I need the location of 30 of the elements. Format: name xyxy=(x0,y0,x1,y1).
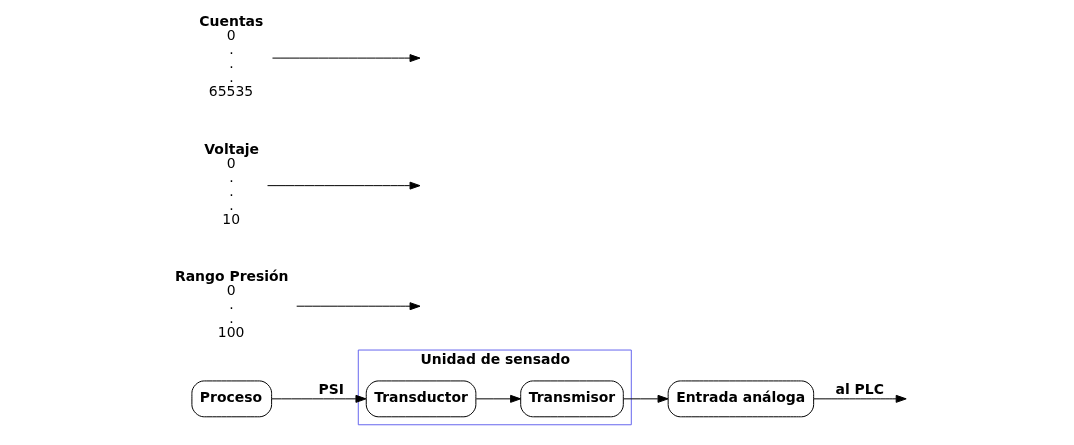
node-label: 10 xyxy=(222,210,241,227)
edge-label: al PLC xyxy=(835,381,884,398)
node-box: Transmisor xyxy=(520,380,624,418)
node-label: . xyxy=(229,55,234,72)
arrow xyxy=(296,302,421,311)
arrow xyxy=(267,181,421,190)
node-box: Proceso xyxy=(191,380,273,418)
edge-label: PSI xyxy=(318,381,344,398)
node-label: 0 xyxy=(226,282,236,299)
node-label: 100 xyxy=(217,324,245,341)
node-label: 65535 xyxy=(208,83,254,100)
node-text: Cuentas xyxy=(199,13,264,30)
arrow xyxy=(813,394,907,403)
node-label: . xyxy=(229,196,234,213)
node-text: Rango Presión xyxy=(174,268,289,285)
arrow xyxy=(623,394,669,403)
node-box: Transductor xyxy=(365,380,477,418)
node-text: Voltaje xyxy=(204,140,260,157)
arrow xyxy=(271,54,421,63)
node-label: . xyxy=(229,69,234,86)
node-label: . xyxy=(229,310,234,327)
node-label: . xyxy=(229,41,234,58)
node-label: . xyxy=(229,168,234,185)
node-label: 0 xyxy=(226,154,236,171)
node-box: Entrada análoga xyxy=(667,380,815,418)
node-label: . xyxy=(229,182,234,199)
arrow xyxy=(475,394,522,403)
node-label: 0 xyxy=(226,27,236,44)
node-label: . xyxy=(229,296,234,313)
arrow xyxy=(271,394,367,403)
